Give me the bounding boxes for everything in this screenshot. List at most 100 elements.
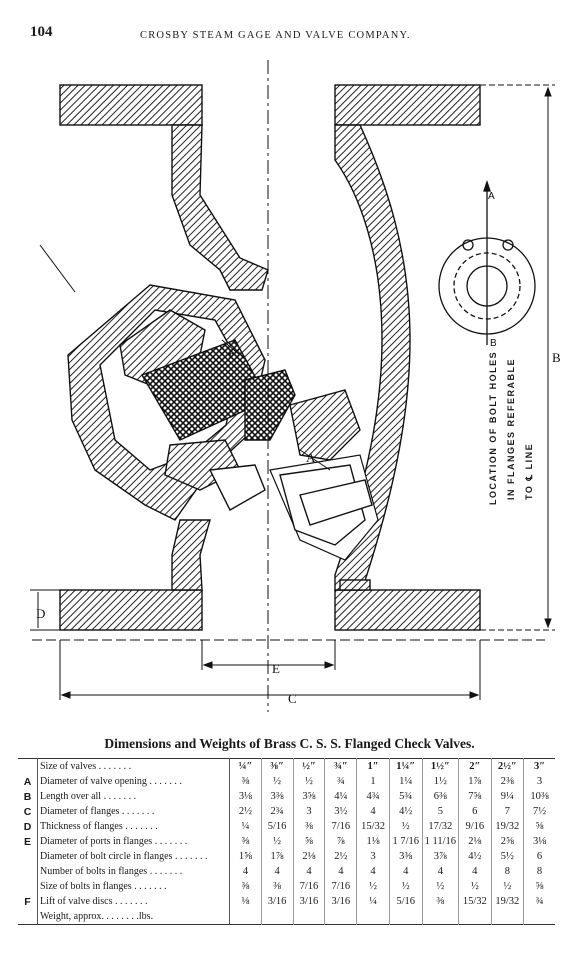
row-label-text: Size of bolts in flanges	[40, 880, 132, 892]
table-cell	[292, 909, 325, 925]
table-cell: 2½	[229, 804, 262, 819]
table-cell: 1⅛	[356, 834, 390, 849]
row-label: Diameter of ports in flanges . . . . . .…	[36, 834, 231, 849]
row-letter	[18, 879, 38, 894]
table-cell: 4	[421, 864, 459, 879]
table-cell: 3⅛	[229, 789, 262, 804]
table-cell: 1⅞	[458, 774, 492, 789]
row-label: Size of bolts in flanges . . . . . . .	[36, 879, 231, 894]
row-label-text: Length over all	[40, 790, 102, 802]
table-cell: ½	[260, 774, 294, 789]
table-cell: 4½	[388, 804, 423, 819]
table-cell: 7/16	[324, 819, 357, 834]
centre-line-note: TO ℄ LINE	[524, 442, 534, 500]
table-cell: ½	[292, 774, 325, 789]
table-cell: 4¾	[356, 789, 390, 804]
table-cell: 4¼	[324, 789, 357, 804]
table-cell: ⅜	[292, 819, 325, 834]
flange-referable-note: IN FLANGES REFERABLE	[506, 357, 516, 500]
table-cell: 1⅞	[260, 849, 294, 864]
leader-dots: . . . . . . .	[96, 760, 132, 772]
row-label-text: Thickness of flanges	[40, 820, 123, 832]
leader-dots: . . . . . . .	[122, 820, 158, 832]
leader-dots: . . . . . . .	[152, 835, 188, 847]
table-cell: 1 7/16	[388, 834, 423, 849]
row-letter	[18, 864, 38, 879]
row-label-text: Diameter of bolt circle in flanges	[40, 850, 173, 862]
row-letter: F	[24, 895, 31, 908]
table-cell: 1½″	[421, 758, 459, 774]
dim-label-b: B	[552, 350, 561, 365]
table-cell: 9¼	[490, 789, 524, 804]
table-cell: 3	[356, 849, 390, 864]
svg-text:B: B	[490, 338, 497, 349]
row-label: Number of bolts in flanges . . . . . . .	[36, 864, 231, 879]
valve-body-section	[59, 84, 481, 631]
row-label: Thickness of flanges . . . . . . .	[36, 819, 231, 834]
leader-dots: . . . . . . .	[146, 775, 182, 787]
dim-label-f: F	[228, 346, 235, 361]
row-label-text: Diameter of valve opening	[40, 775, 147, 787]
row-label-text: Size of valves	[40, 760, 97, 772]
table-cell: ½	[260, 834, 294, 849]
table-cell: 2½	[324, 849, 357, 864]
row-letter: A	[23, 775, 32, 788]
table-cell: 19/32	[490, 819, 524, 834]
row-label: Diameter of bolt circle in flanges . . .…	[36, 849, 231, 864]
table-cell: ¾″	[324, 758, 357, 774]
leader-dots: . . . . . . .	[131, 880, 167, 892]
table-cell: ¾	[324, 774, 357, 789]
row-label-text: Diameter of ports in flanges	[40, 835, 153, 847]
table-cell: 1¼″	[388, 758, 423, 774]
table-cell: 4	[356, 804, 390, 819]
leader-dots: . . . . . . .	[103, 910, 139, 922]
table-cell: ½	[458, 879, 492, 894]
table-row: Number of bolts in flanges . . . . . . .…	[18, 864, 555, 879]
table-cell: ½	[490, 879, 524, 894]
table-cell: ⅜	[260, 879, 294, 894]
table-cell: 4	[292, 864, 325, 879]
table-cell: 4	[229, 864, 262, 879]
row-label: Size of valves . . . . . . .	[36, 758, 231, 774]
table-cell: 3/16	[260, 894, 294, 909]
table-row: A Diameter of valve opening . . . . . . .…	[18, 774, 555, 789]
table-cell: 5	[421, 804, 459, 819]
table-cell: ⅜	[229, 834, 262, 849]
table-cell: ¼	[356, 894, 390, 909]
table-caption: Dimensions and Weights of Brass C. S. S.…	[104, 736, 475, 751]
table-cell: ½	[388, 819, 423, 834]
table-cell: 7/16	[324, 879, 357, 894]
table-cell: 2″	[458, 758, 492, 774]
table-cell: ⅜	[229, 774, 262, 789]
table-cell: 1¼	[388, 774, 423, 789]
table-cell	[523, 909, 555, 925]
row-letter: E	[23, 835, 31, 848]
table-cell: 3⅝	[292, 789, 325, 804]
dimension-lines	[30, 60, 555, 712]
row-label: Diameter of valve opening . . . . . . .	[36, 774, 231, 789]
row-letter	[18, 849, 38, 864]
table-cell: ½″	[292, 758, 325, 774]
row-unit: lbs.	[138, 910, 154, 922]
table-cell: 5¾	[388, 789, 423, 804]
table-cell: 3″	[523, 758, 555, 774]
table-cell	[490, 909, 524, 925]
dimensions-table: Size of valves . . . . . . .¼″⅜″½″¾″1″1¼…	[18, 758, 555, 925]
table-cell: ¾	[523, 894, 555, 909]
table-cell: 5/16	[388, 894, 423, 909]
table-cell: ⅜	[229, 879, 262, 894]
table-cell	[388, 909, 423, 925]
row-label-text: Lift of valve discs	[40, 895, 113, 907]
table-cell	[458, 909, 492, 925]
table-cell: 15/32	[356, 819, 390, 834]
row-letter: C	[23, 805, 32, 818]
table-cell	[229, 909, 262, 925]
table-cell: 3⅜	[388, 849, 423, 864]
table-cell: 1	[356, 774, 390, 789]
table-cell: 5½	[490, 849, 524, 864]
table-cell: 4	[260, 864, 294, 879]
table-cell: 7½	[523, 804, 555, 819]
